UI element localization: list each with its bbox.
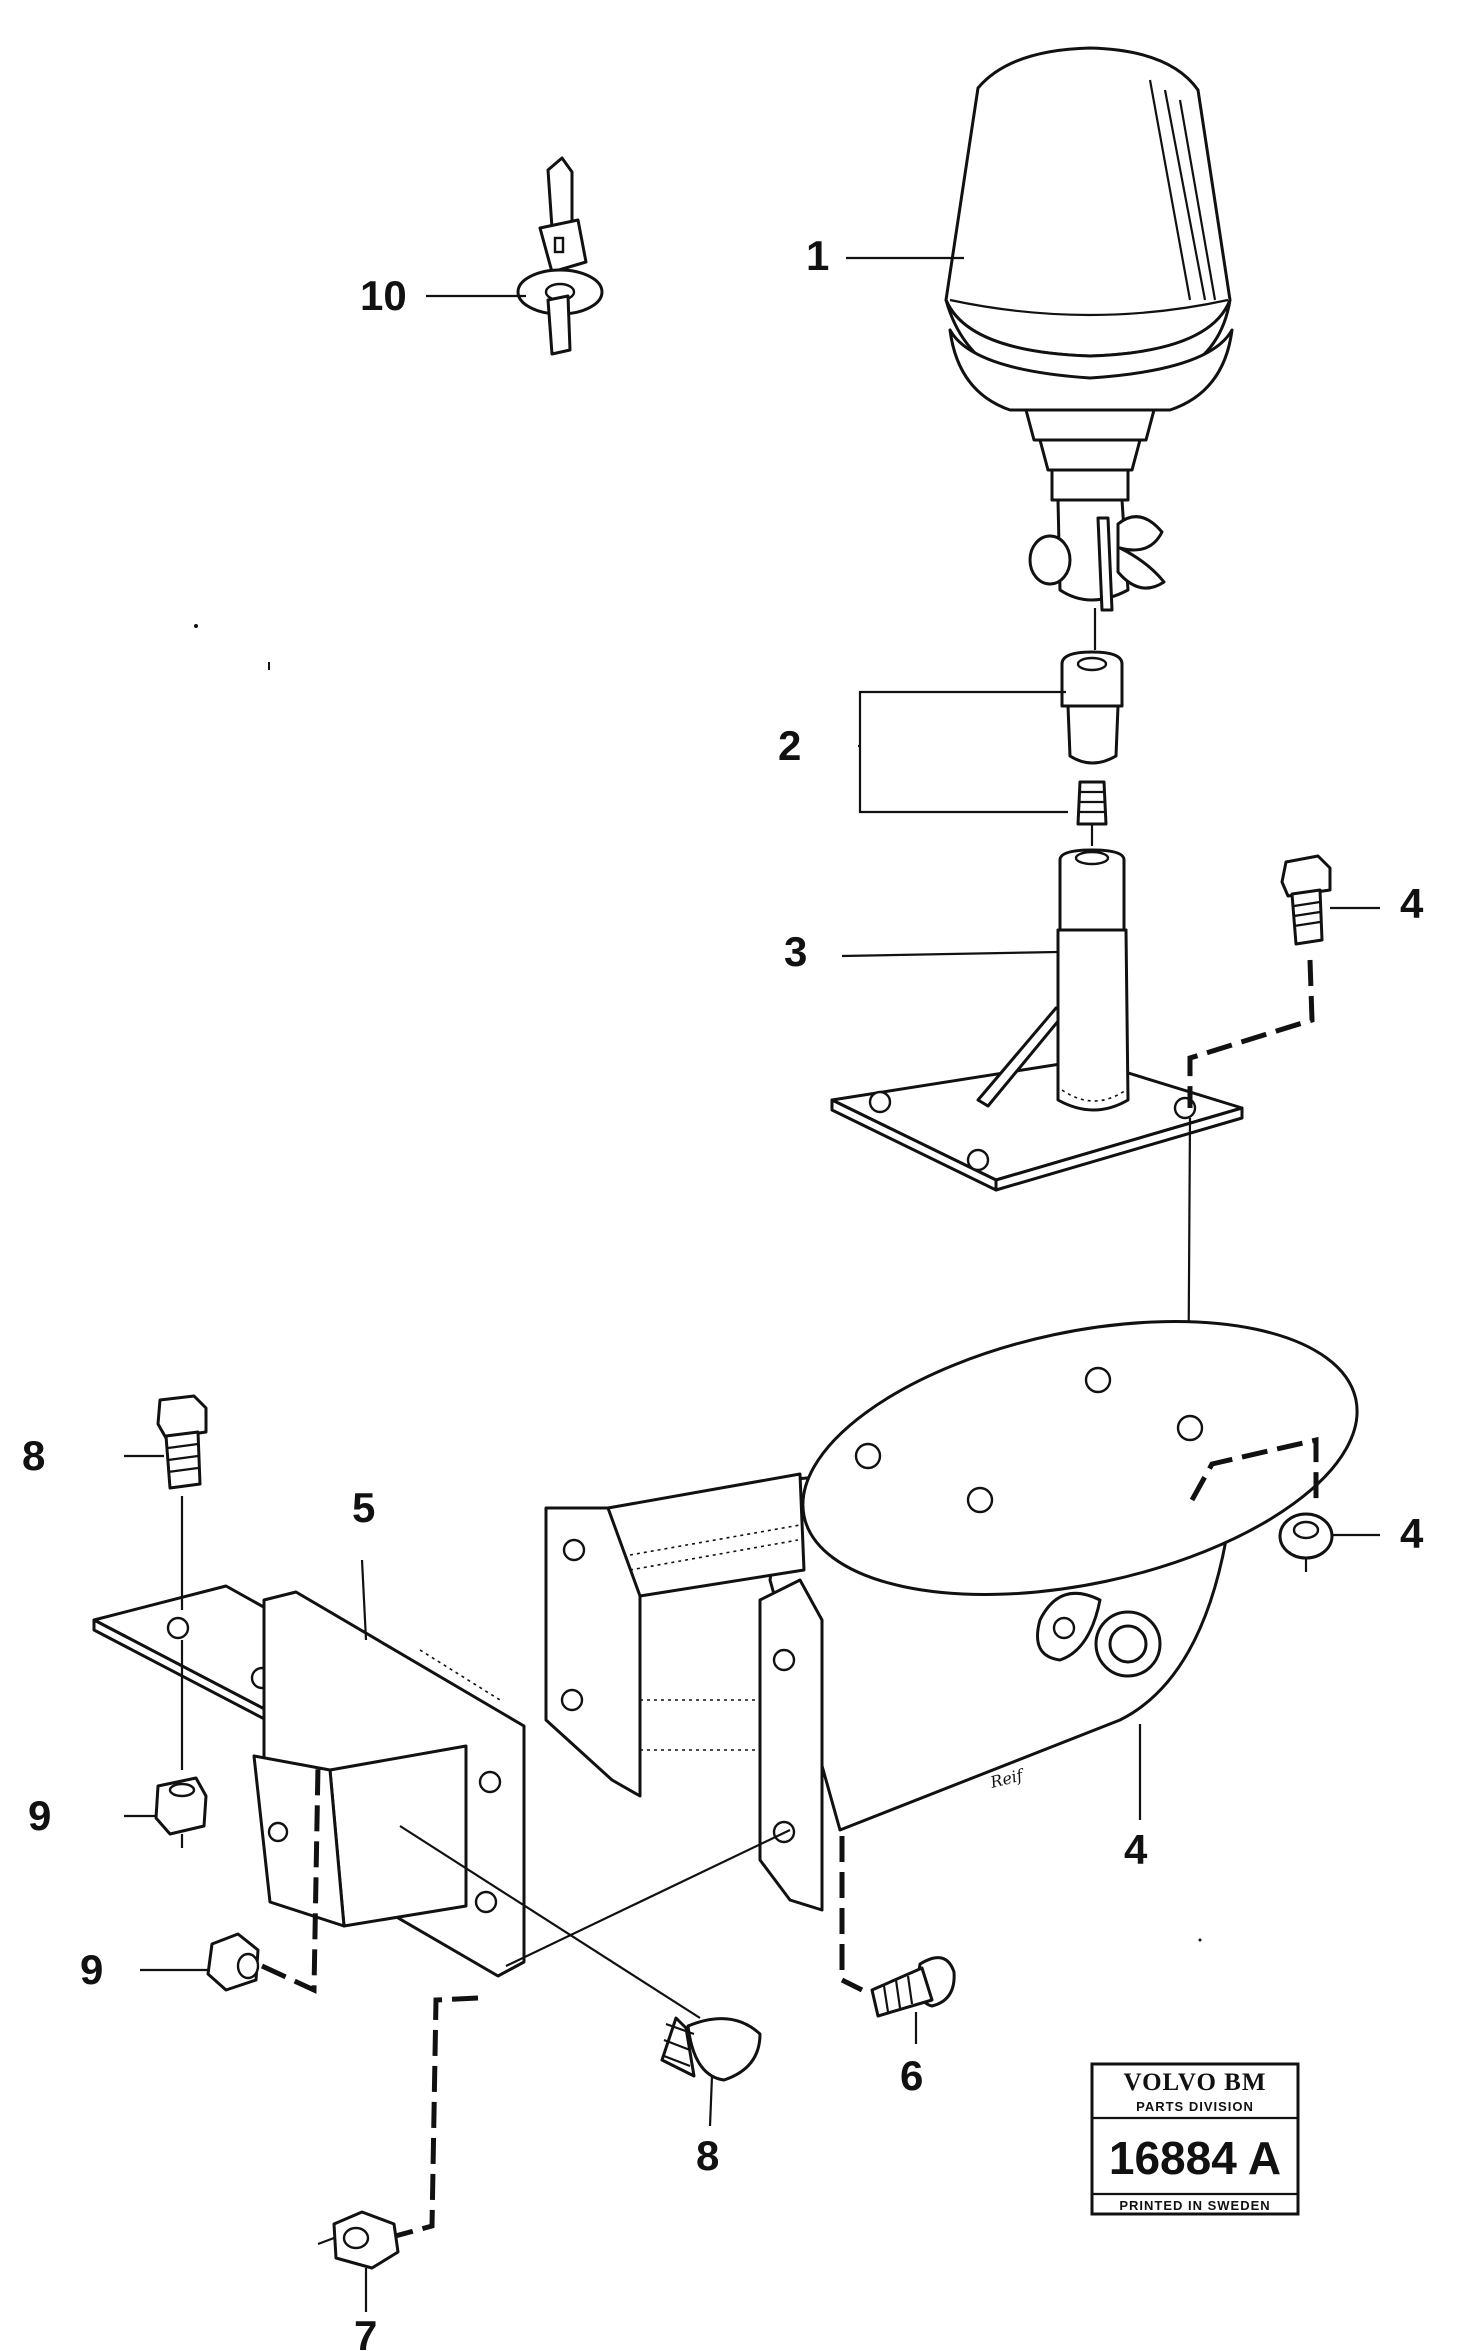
callout-10: 10 [360, 272, 407, 319]
speck-2 [268, 662, 270, 670]
bottom-nut-part [317, 1995, 479, 2270]
callout-3: 3 [784, 928, 807, 975]
stamp-division: PARTS DIVISION [1136, 2099, 1254, 2114]
lower-bolt-part [399, 1825, 791, 2082]
callout-9-lower: 9 [80, 1946, 103, 1993]
stamp-number: 16884 A [1109, 2132, 1281, 2184]
callout-5: 5 [352, 1484, 375, 1531]
speck-3 [1198, 1938, 1202, 1942]
stamp-printed: PRINTED IN SWEDEN [1119, 2198, 1270, 2213]
nut-upper-left [154, 1640, 208, 1848]
callout-4-right: 4 [1400, 1510, 1424, 1557]
main-bracket-part: Reif [544, 1320, 1359, 1912]
volvo-bm-stamp: VOLVO BM PARTS DIVISION 16884 A PRINTED … [1090, 2062, 1300, 2216]
nut-lower-left [206, 1765, 321, 1994]
beacon-lamp-part [944, 46, 1234, 612]
callout-8-lower: 8 [696, 2132, 719, 2179]
mounting-pole-part [830, 848, 1244, 1192]
callout-1: 1 [806, 232, 829, 279]
callout-4-top: 4 [1400, 880, 1424, 927]
callout-4-bracket: 4 [1124, 1826, 1148, 1873]
screw-part [839, 1836, 956, 2018]
stamp-brand: VOLVO BM [1124, 2069, 1267, 2096]
bulb-terminal-part [516, 156, 604, 356]
callout-9-upper: 9 [28, 1792, 51, 1839]
speck-1 [194, 624, 198, 628]
right-nut-part [1189, 1436, 1334, 1572]
socket-adapter-part [1060, 608, 1124, 846]
callout-8-upper: 8 [22, 1432, 45, 1479]
callout-7: 7 [354, 2312, 377, 2351]
top-left-bolt-part [156, 1394, 208, 1610]
callout-6: 6 [900, 2052, 923, 2099]
guide-dash-top [1187, 959, 1315, 1108]
callout-2: 2 [778, 722, 801, 769]
top-bolt-part [1280, 854, 1332, 946]
callout-labels: 1 2 3 4 4 4 5 6 7 8 8 9 9 10 [22, 232, 1424, 2351]
leader-lines [124, 256, 1380, 2312]
angled-support-part [92, 1584, 526, 1978]
